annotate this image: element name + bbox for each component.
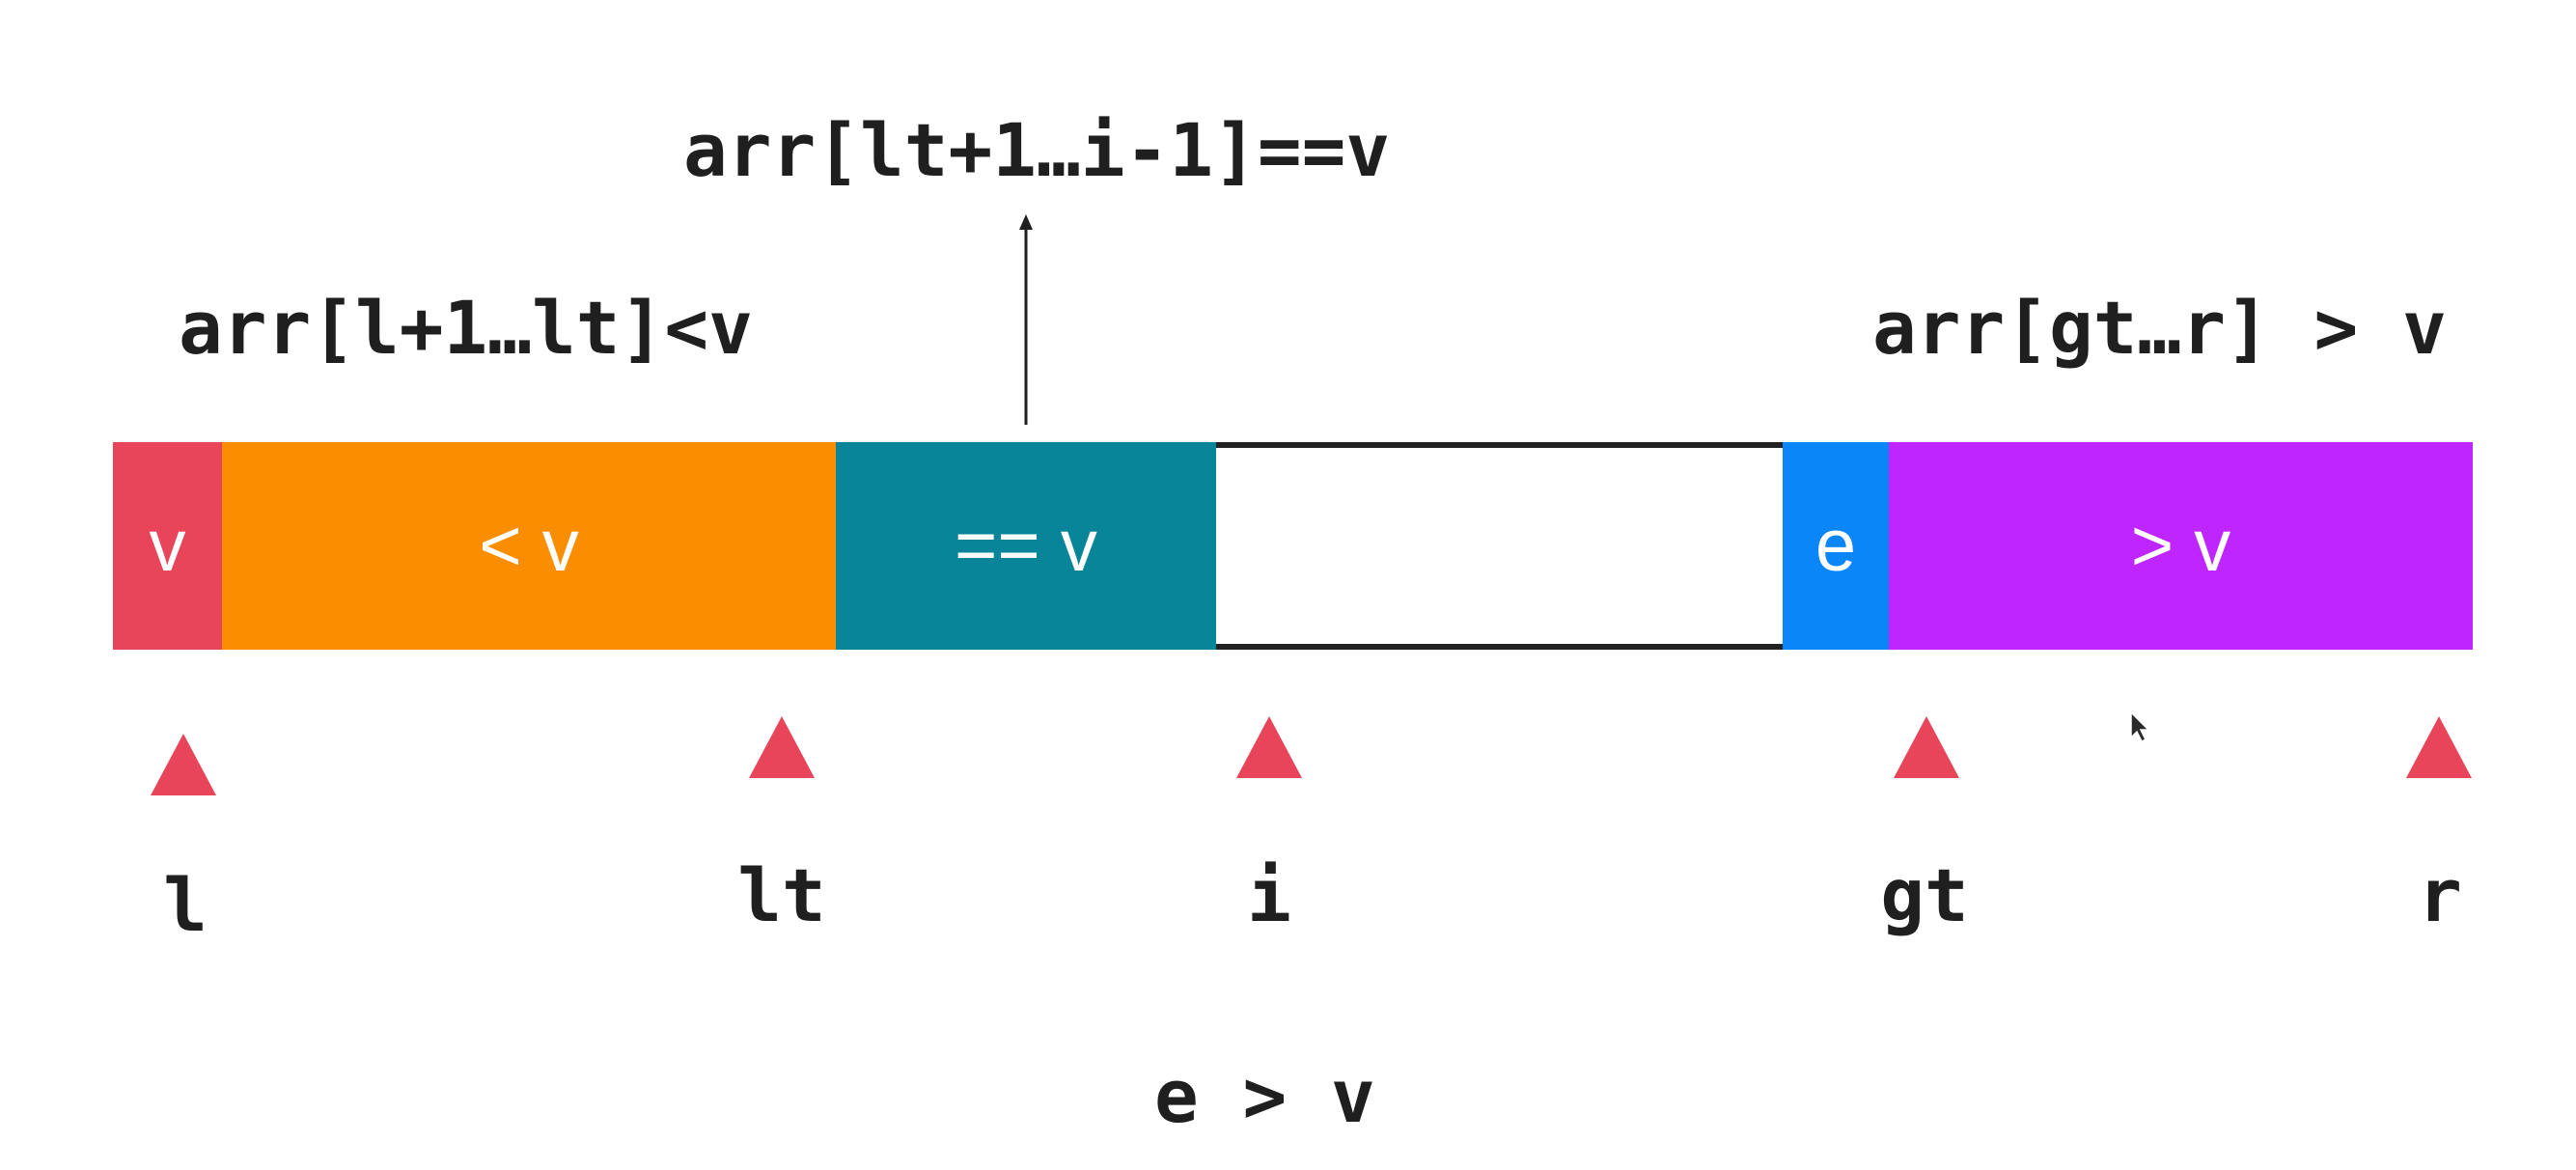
segment-less-than: < v: [222, 442, 836, 650]
segment-greater-than: > v: [1889, 442, 2473, 650]
pointer-r-triangle-icon: [2406, 716, 2472, 778]
segment-pivot: v: [113, 442, 222, 650]
segment-equal: == v: [836, 442, 1216, 650]
annotation-less-range: arr[l+1…lt]<v: [179, 285, 753, 371]
pointer-lt-triangle-icon: [749, 716, 815, 778]
pointer-gt-triangle-icon: [1894, 716, 1959, 778]
segment-current-element: e: [1783, 442, 1889, 650]
up-arrow-icon: [1019, 214, 1033, 425]
annotation-greater-range: arr[gt…r] > v: [1872, 285, 2447, 371]
segment-greater-than-label: > v: [2130, 504, 2231, 587]
segment-pivot-label: v: [149, 504, 186, 587]
annotation-equal-range: arr[lt+1…i-1]==v: [683, 107, 1391, 193]
segment-current-element-label: e: [1814, 504, 1857, 587]
pointer-gt-label: gt: [1880, 852, 1969, 938]
segment-unprocessed: [1216, 442, 1783, 650]
pointer-i-triangle-icon: [1236, 716, 1302, 778]
pointer-i-label: i: [1247, 852, 1291, 938]
pointer-r-label: r: [2418, 852, 2462, 938]
mouse-cursor-icon: [2130, 710, 2150, 743]
annotation-current-compare: e > v: [1154, 1053, 1375, 1139]
segment-less-than-label: < v: [479, 504, 579, 587]
pointer-lt-label: lt: [737, 852, 826, 938]
pointer-l-triangle-icon: [151, 734, 216, 795]
segment-equal-label: == v: [955, 504, 1097, 587]
pointer-l-label: l: [163, 862, 208, 948]
